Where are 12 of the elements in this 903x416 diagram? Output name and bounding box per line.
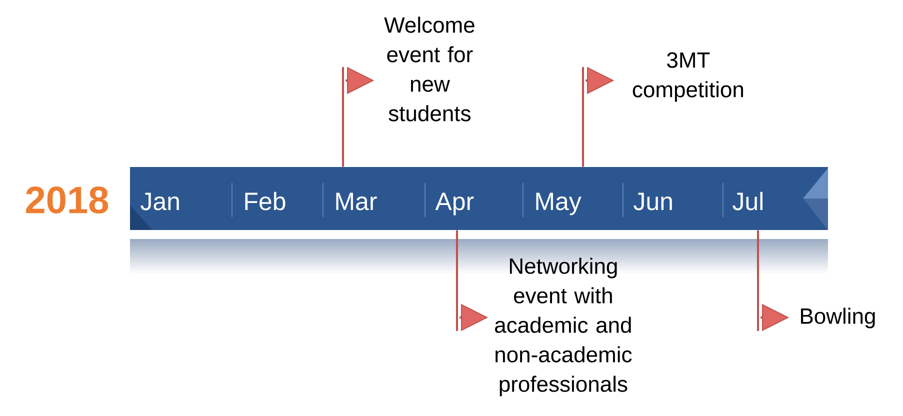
month-label: Jan <box>140 192 179 210</box>
event-label: Welcome event for new students <box>384 16 474 122</box>
month-label: Feb <box>245 192 286 210</box>
month-label: Mar <box>336 192 377 210</box>
year-label: 2018 <box>26 186 108 214</box>
month-label: May <box>536 192 582 216</box>
event-label: 3MT competition <box>632 52 743 102</box>
event-label: Bowling <box>801 308 875 328</box>
month-label: Jul <box>732 192 762 210</box>
event-label: Networking event with academic and non-academic professionals <box>495 258 632 396</box>
month-label: Apr <box>435 192 474 216</box>
month-label: Jun <box>634 192 672 210</box>
